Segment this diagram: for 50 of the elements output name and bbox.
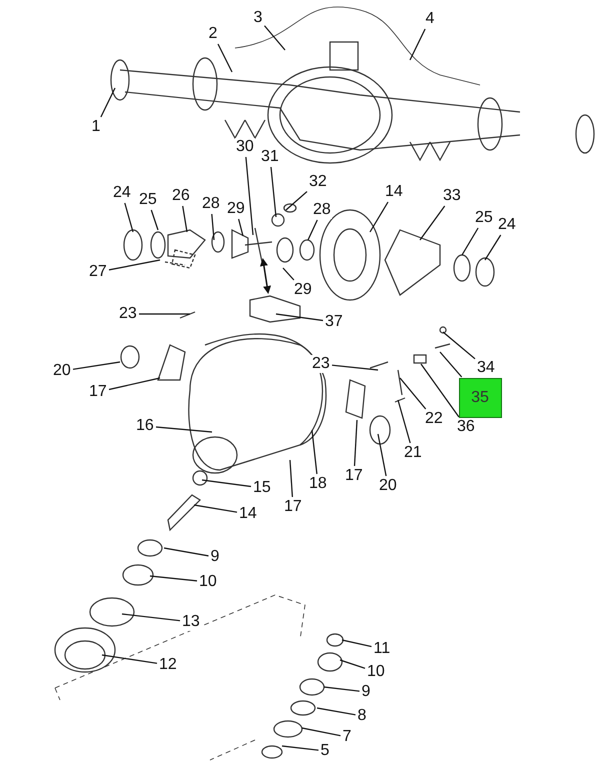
leader-line	[124, 202, 134, 232]
leader-line	[182, 206, 188, 232]
callout-number: 28	[312, 201, 332, 219]
leader-line	[311, 430, 318, 474]
leader-line	[270, 166, 277, 218]
leader-line	[102, 654, 158, 664]
leader-line	[108, 377, 160, 390]
leader-line	[211, 214, 215, 240]
leader-line	[156, 426, 212, 433]
leader-line	[238, 218, 244, 236]
leader-line	[202, 479, 252, 488]
leader-line	[440, 352, 462, 378]
leader-line	[409, 28, 426, 60]
leader-line	[122, 613, 180, 622]
leader-line	[302, 727, 341, 736]
leader-line	[324, 686, 360, 692]
leader-line	[150, 575, 198, 582]
leader-line	[164, 547, 209, 556]
callout-number: 23	[311, 355, 331, 373]
leader-line	[217, 44, 233, 72]
leader-line	[72, 361, 120, 370]
highlighted-callout-number: 35	[458, 378, 502, 418]
leader-line	[400, 378, 426, 410]
leader-line	[245, 156, 254, 236]
leader-line	[354, 420, 358, 466]
leader-line	[340, 659, 366, 669]
leader-line	[420, 364, 460, 418]
leader-line	[461, 228, 479, 256]
leader-line	[286, 191, 308, 210]
leader-line	[150, 210, 159, 230]
leader-line	[377, 434, 387, 476]
leader-line	[282, 268, 294, 280]
leader-line	[442, 332, 476, 360]
callout-number: 13	[181, 613, 201, 631]
leader-line	[307, 220, 318, 240]
leader-line	[108, 259, 160, 270]
leader-line	[100, 88, 116, 118]
leader-line	[484, 234, 502, 260]
leader-line	[264, 25, 286, 50]
leader-line	[369, 202, 389, 232]
leader-line	[316, 707, 356, 716]
leader-line	[282, 745, 319, 751]
leader-line	[332, 364, 378, 371]
leader-line	[276, 313, 324, 322]
leader-line	[139, 313, 190, 315]
leader-line	[342, 639, 372, 648]
leader-line	[194, 504, 238, 513]
leader-line	[397, 400, 411, 444]
leader-line	[420, 206, 446, 240]
leader-line	[289, 460, 293, 498]
